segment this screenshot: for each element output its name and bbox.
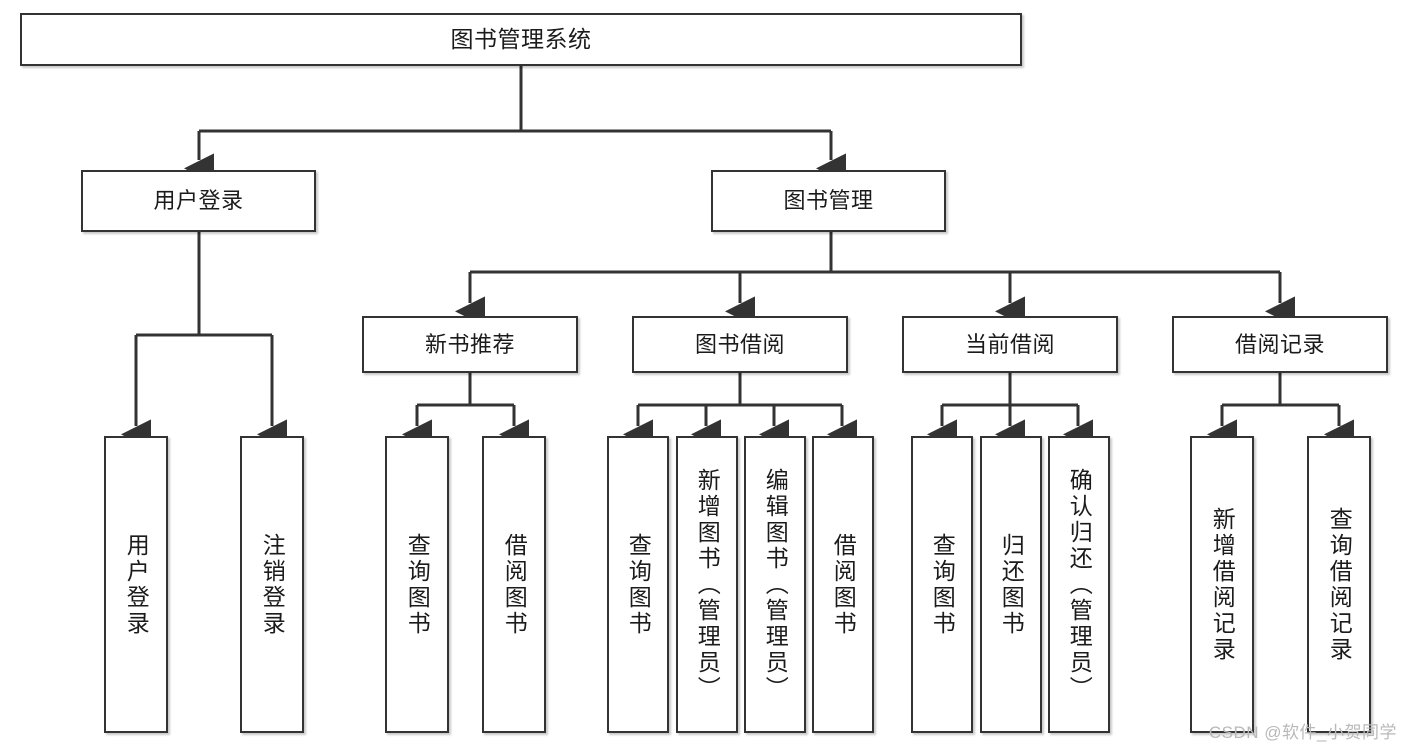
node-leaf-user-login[interactable]: 用户登录 bbox=[104, 436, 168, 733]
node-label: 查询图书 bbox=[404, 532, 431, 637]
node-leaf-query-borrow-record[interactable]: 查询借阅记录 bbox=[1307, 436, 1371, 733]
node-label: 图书管理 bbox=[783, 188, 874, 213]
node-label: 查询借阅记录 bbox=[1326, 506, 1353, 663]
node-leaf-query-book-borrow[interactable]: 查询图书 bbox=[607, 436, 669, 733]
node-new-book-recommend[interactable]: 新书推荐 bbox=[362, 316, 578, 373]
node-book-borrow[interactable]: 图书借阅 bbox=[632, 316, 848, 373]
node-label: 借阅图书 bbox=[830, 532, 857, 637]
node-label: 注销登录 bbox=[259, 532, 286, 637]
node-leaf-add-borrow-record[interactable]: 新增借阅记录 bbox=[1190, 436, 1254, 733]
node-label: 用户登录 bbox=[153, 188, 244, 213]
node-label: 当前借阅 bbox=[964, 331, 1055, 357]
node-label: 新增借阅记录 bbox=[1209, 506, 1236, 663]
node-label: 查询图书 bbox=[929, 532, 956, 637]
node-label: 新增图书（管理员） bbox=[694, 467, 721, 702]
node-leaf-return-book[interactable]: 归还图书 bbox=[980, 436, 1042, 733]
node-current-borrow[interactable]: 当前借阅 bbox=[902, 316, 1118, 373]
node-label: 图书管理系统 bbox=[450, 26, 592, 52]
node-leaf-logout[interactable]: 注销登录 bbox=[240, 436, 304, 733]
node-borrow-record[interactable]: 借阅记录 bbox=[1172, 316, 1388, 373]
node-label: 编辑图书（管理员） bbox=[762, 467, 789, 702]
node-user-login[interactable]: 用户登录 bbox=[81, 170, 316, 232]
node-label: 用户登录 bbox=[123, 532, 150, 637]
node-leaf-borrow-book-newbook[interactable]: 借阅图书 bbox=[482, 436, 546, 733]
node-book-management[interactable]: 图书管理 bbox=[711, 170, 946, 232]
node-leaf-query-book-newbook[interactable]: 查询图书 bbox=[385, 436, 449, 733]
node-label: 查询图书 bbox=[625, 532, 652, 637]
node-label: 确认归还（管理员） bbox=[1066, 467, 1093, 702]
node-leaf-query-book-current[interactable]: 查询图书 bbox=[911, 436, 973, 733]
node-label: 归还图书 bbox=[998, 532, 1025, 637]
node-label: 新书推荐 bbox=[424, 331, 515, 357]
node-label: 图书借阅 bbox=[694, 331, 785, 357]
node-label: 借阅记录 bbox=[1234, 331, 1325, 357]
node-label: 借阅图书 bbox=[501, 532, 528, 637]
node-book-management-system[interactable]: 图书管理系统 bbox=[20, 13, 1022, 66]
node-leaf-borrow-book[interactable]: 借阅图书 bbox=[812, 436, 874, 733]
node-leaf-add-book-admin[interactable]: 新增图书（管理员） bbox=[676, 436, 738, 733]
node-leaf-edit-book-admin[interactable]: 编辑图书（管理员） bbox=[744, 436, 806, 733]
node-leaf-confirm-return-admin[interactable]: 确认归还（管理员） bbox=[1048, 436, 1110, 733]
watermark: CSDN @软件_小贺同学 bbox=[1208, 723, 1397, 742]
